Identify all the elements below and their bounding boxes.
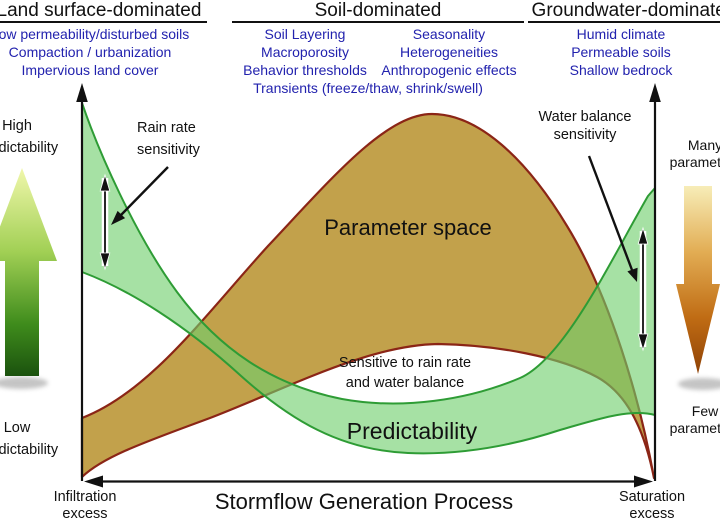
rain-rate-pointer-arrow	[111, 166, 169, 225]
water-balance-pointer-arrow	[587, 155, 638, 282]
soil-item-wide: Transients (freeze/thaw, shrink/swell)	[253, 80, 483, 96]
sensitive-label-line2: and water balance	[345, 375, 465, 391]
high-predictability-label: High Predictability	[0, 115, 107, 159]
x-axis-label: Stormflow Generation Process	[214, 489, 514, 514]
parameters-down-arrow-icon	[676, 186, 720, 374]
soil-items-left: Soil Layering Macroporosity Behavior thr…	[215, 25, 395, 79]
rain-rate-label-line1: Rain rate	[137, 120, 196, 136]
down-arrow-shadow	[678, 378, 720, 390]
sensitive-label: Sensitive to rain rate and water balance	[305, 353, 505, 393]
land-items: Low permeability/disturbed soils Compact…	[0, 25, 205, 79]
water-balance-label: Water balance sensitivity	[520, 108, 650, 144]
few-label-line1: Few	[691, 403, 719, 419]
water-balance-label-line2: sensitivity	[553, 127, 617, 143]
groundwater-items: Humid climate Permeable soils Shallow be…	[521, 25, 720, 79]
axis-arrowheads	[76, 83, 661, 488]
high-label-line1: High	[2, 118, 32, 134]
predictability-band	[81, 102, 656, 455]
rain-rate-range-arrow	[99, 173, 111, 271]
predictability-up-arrow-icon	[0, 168, 57, 376]
category-item: Humid climate	[576, 26, 666, 42]
water-balance-label-line1: Water balance	[538, 109, 632, 125]
saturation-excess-label: Saturation excess	[618, 489, 686, 522]
high-label-line2: Predictability	[0, 140, 59, 156]
rain-rate-label-line2: sensitivity	[137, 142, 200, 158]
category-item: Behavior thresholds	[243, 62, 367, 78]
many-label-line2: parameters	[669, 154, 720, 170]
up-arrow-shadow	[0, 377, 48, 389]
parameter-space-label: Parameter space	[324, 215, 492, 240]
axes	[80, 100, 657, 483]
x-axis-left-arrowhead-icon	[84, 475, 103, 488]
category-item: Heterogeneities	[399, 44, 499, 60]
low-label-line2: Predictability	[0, 442, 59, 458]
category-item: Impervious land cover	[21, 62, 159, 78]
category-soil-title: Soil-dominated	[314, 0, 442, 21]
sensitive-label-line1: Sensitive to rain rate	[338, 355, 472, 371]
x-axis-right-arrowhead-icon	[634, 475, 653, 488]
many-label-line1: Many	[687, 137, 720, 153]
right-axis-arrowhead-icon	[649, 83, 661, 102]
category-item: Low permeability/disturbed soils	[0, 26, 190, 42]
infiltration-excess-label: Infiltration excess	[53, 489, 117, 522]
left-axis-arrowhead-icon	[76, 83, 88, 102]
many-parameters-label: Many parameters	[649, 137, 720, 171]
category-item: Seasonality	[412, 26, 486, 42]
category-item: Soil Layering	[264, 26, 346, 42]
category-item: Macroporosity	[261, 44, 349, 60]
water-balance-range-arrow	[637, 226, 649, 352]
category-item: Permeable soils	[571, 44, 671, 60]
rain-rate-label: Rain rate sensitivity	[137, 117, 200, 161]
predictability-label: Predictability	[346, 418, 478, 444]
low-predictability-label: Low Predictability	[0, 417, 107, 461]
parameter-space-region	[80, 112, 656, 480]
land-title-underline	[0, 21, 207, 23]
category-groundwater-title: Groundwater-dominated	[531, 0, 720, 21]
category-item: Compaction / urbanization	[8, 44, 172, 60]
category-land-title: Land surface-dominated	[0, 0, 202, 21]
groundwater-title-underline	[528, 21, 720, 23]
category-item: Anthropogenic effects	[381, 62, 517, 78]
low-label-line1: Low	[3, 420, 31, 436]
few-label-line2: parameters	[669, 420, 720, 436]
category-item: Shallow bedrock	[569, 62, 673, 78]
few-parameters-label: Few parameters	[649, 403, 720, 437]
soil-title-underline	[232, 21, 524, 23]
soil-items-right: Seasonality Heterogeneities Anthropogeni…	[357, 25, 541, 79]
